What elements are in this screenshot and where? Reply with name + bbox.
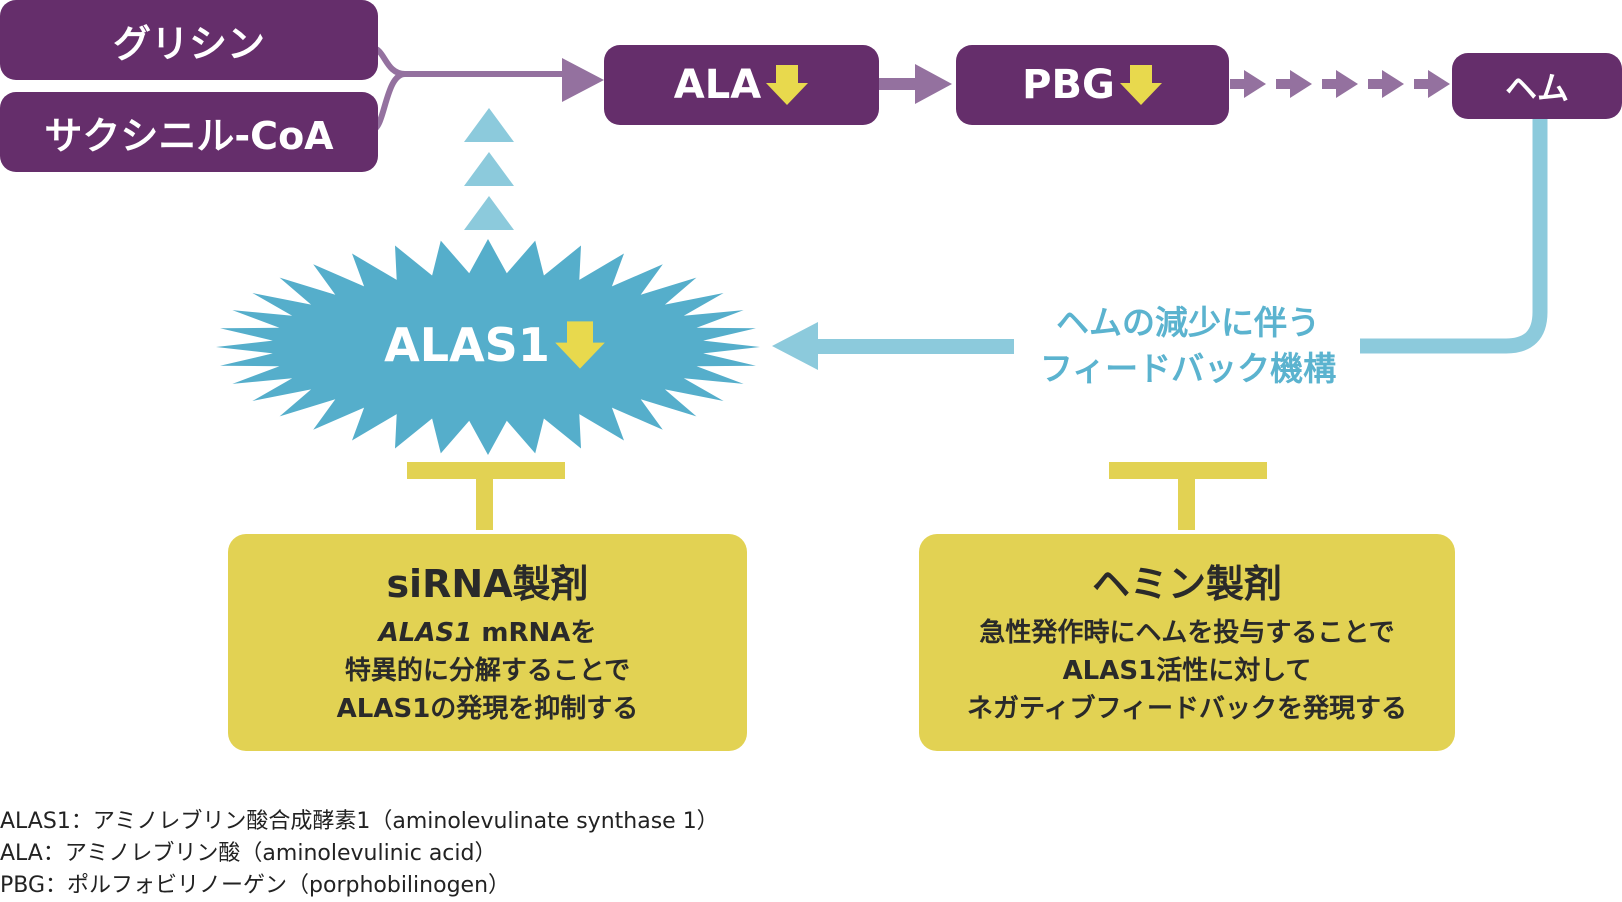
- sirna-description: ALAS1 mRNAを 特異的に分解することで ALAS1の発現を抑制する: [228, 614, 747, 728]
- succinyl-coa-box: サクシニル-CoA: [0, 92, 378, 172]
- legend-item-ala: ALA：アミノレブリン酸（aminolevulinic acid）: [0, 841, 497, 866]
- feedback-line-right: [1360, 118, 1548, 354]
- abbreviation-legend: ALAS1：アミノレブリン酸合成酵素1（aminolevulinate synt…: [0, 806, 719, 902]
- decrease-arrow-icon: [555, 321, 605, 369]
- hemin-desc-line3: ネガティブフィードバックを発現する: [967, 694, 1407, 724]
- pbg-box: PBG: [956, 45, 1229, 125]
- hemin-drug-box: ヘミン製剤 急性発作時にヘムを投与することで ALAS1活性に対して ネガティブ…: [919, 534, 1455, 751]
- decrease-arrow-icon: [1119, 65, 1162, 105]
- glycine-merge-line: [371, 45, 565, 77]
- sirna-title: siRNA製剤: [386, 562, 589, 606]
- alas1-burst-shape: [216, 239, 760, 455]
- ala-label: ALA: [673, 62, 762, 108]
- arrow-to-ala: [562, 58, 604, 102]
- hemin-inhibition-bar: [1109, 462, 1267, 530]
- arrow-to-pbg: [915, 64, 952, 104]
- feedback-line-left: [800, 339, 1014, 354]
- legend-item-alas1: ALAS1：アミノレブリン酸合成酵素1（aminolevulinate synt…: [0, 809, 719, 834]
- pbg-label: PBG: [1022, 62, 1115, 108]
- decrease-arrow-icon: [766, 65, 809, 105]
- sirna-desc-line1: ALAS1 mRNAを: [228, 614, 747, 652]
- sirna-drug-box: siRNA製剤 ALAS1 mRNAを 特異的に分解することで ALAS1の発現…: [228, 534, 747, 751]
- sirna-desc-line3: ALAS1の発現を抑制する: [336, 694, 639, 724]
- legend-item-pbg: PBG：ポルフォビリノーゲン（porphobilinogen）: [0, 873, 511, 898]
- hemin-desc-line1: 急性発作時にヘムを投与することで: [979, 618, 1395, 648]
- feedback-label: ヘムの減少に伴う フィードバック機構: [1018, 300, 1358, 392]
- multi-step-arrows: [1230, 70, 1450, 98]
- sirna-gene-name: ALAS1: [378, 618, 473, 648]
- hemin-description: 急性発作時にヘムを投与することで ALAS1活性に対して ネガティブフィードバッ…: [919, 614, 1455, 728]
- hemin-title: ヘミン製剤: [1091, 562, 1282, 606]
- alas1-label: ALAS1: [384, 318, 550, 372]
- ala-box: ALA: [604, 45, 879, 125]
- alas1-label-group: ALAS1: [330, 310, 660, 380]
- sirna-inhibition-bar: [407, 462, 565, 530]
- heme-label: ヘム: [1504, 69, 1569, 107]
- feedback-line2: フィードバック機構: [1039, 349, 1337, 388]
- sirna-desc-line2: 特異的に分解することで: [344, 656, 631, 686]
- glycine-label: グリシン: [112, 21, 265, 66]
- ala-pbg-line: [876, 78, 922, 90]
- feedback-arrowhead: [772, 322, 818, 370]
- glycine-box: グリシン: [0, 0, 378, 80]
- hemin-desc-line2: ALAS1活性に対して: [1062, 656, 1312, 686]
- succinyl-coa-label: サクシニル-CoA: [44, 113, 334, 158]
- heme-box: ヘム: [1452, 53, 1622, 119]
- feedback-line1: ヘムの減少に伴う: [1056, 303, 1320, 342]
- upregulation-triangles: [464, 108, 514, 230]
- sirna-line1-rest: mRNAを: [472, 618, 597, 648]
